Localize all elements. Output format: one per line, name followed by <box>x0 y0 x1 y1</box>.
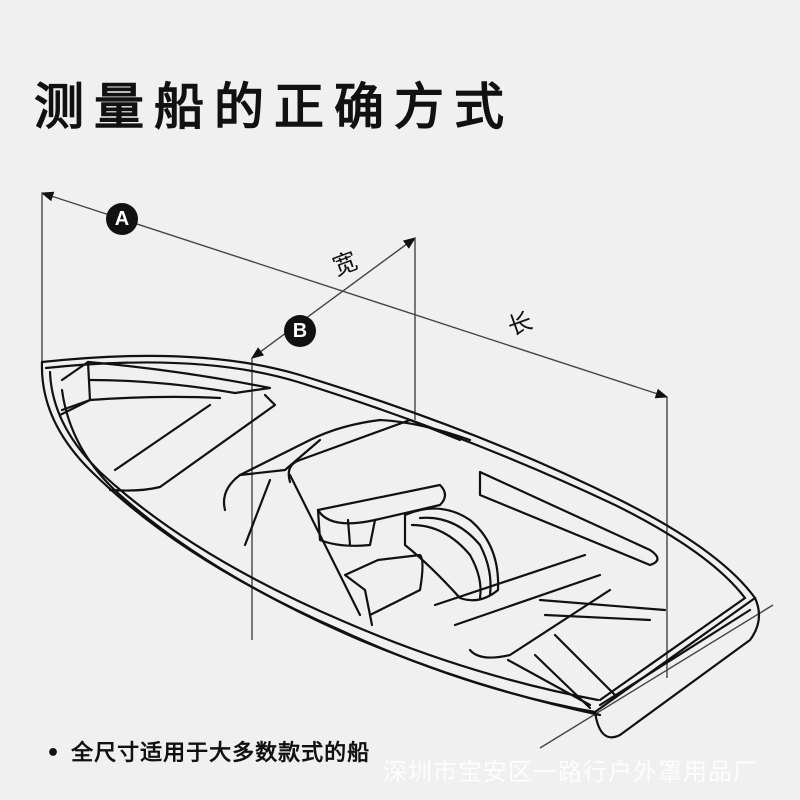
watermark: 深圳市宝安区一路行户外罩用品厂 <box>383 758 758 786</box>
dimension-lines <box>40 191 774 749</box>
marker-b-badge: B <box>284 315 316 347</box>
boat-hull <box>40 354 761 739</box>
stern-width-line <box>539 604 774 749</box>
bullet-icon: • <box>46 741 62 766</box>
marker-b-label: B <box>292 319 308 342</box>
fit-note: • 全尺寸适用于大多数款式的船 <box>46 735 370 767</box>
width-dimension-line <box>250 237 417 359</box>
marker-a-badge: A <box>106 203 138 235</box>
page-title: 测量船的正确方式 <box>34 77 514 136</box>
marker-a-label: A <box>114 207 130 230</box>
fit-note-text: 全尺寸适用于大多数款式的船 <box>71 741 371 766</box>
